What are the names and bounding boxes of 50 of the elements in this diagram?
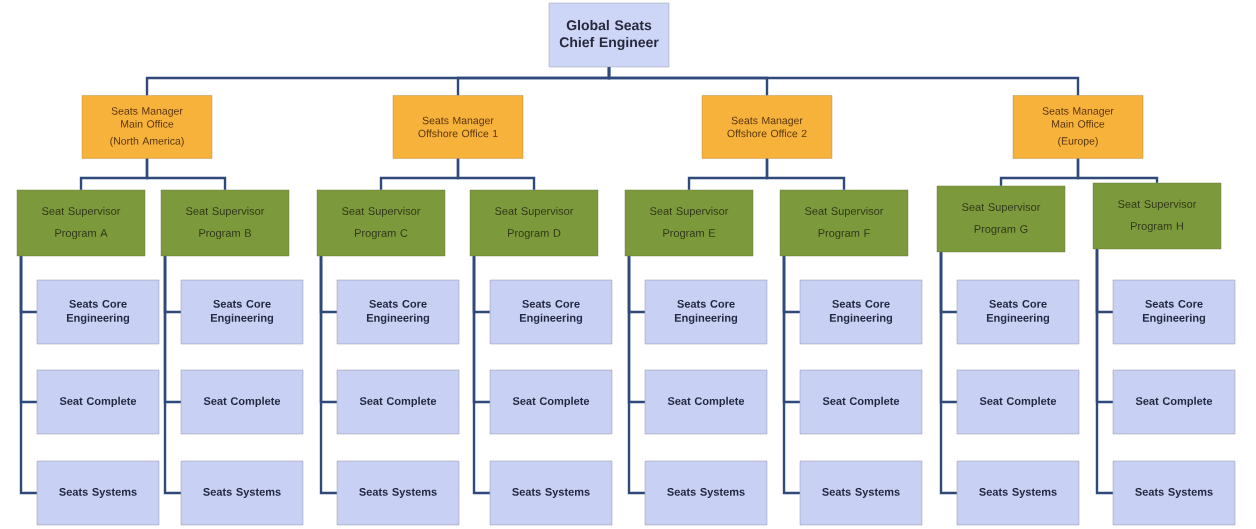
connector-line [163, 256, 181, 495]
team-box: Seats Core Engineering [180, 279, 304, 345]
connector-line [319, 256, 337, 495]
team-box: Seats Core Engineering [36, 279, 160, 345]
manager-box: Seats Manager Offshore Office 2 [701, 95, 833, 159]
team-box: Seat Complete [36, 369, 160, 435]
connector-line [145, 158, 227, 190]
team-box: Seats Systems [180, 460, 304, 526]
connector-line [939, 252, 957, 495]
team-box: Seat Complete [489, 369, 613, 435]
supervisor-box: Seat Supervisor Program G [936, 185, 1066, 253]
team-box: Seats Systems [799, 460, 923, 526]
supervisor-box: Seat Supervisor Program A [16, 189, 146, 257]
supervisor-box: Seat Supervisor Program B [160, 189, 290, 257]
team-box: Seats Core Engineering [799, 279, 923, 345]
team-box: Seat Complete [956, 369, 1080, 435]
team-box: Seats Systems [336, 460, 460, 526]
connector-line [456, 158, 536, 190]
connector-line [1076, 158, 1159, 183]
manager-box: Seats Manager Offshore Office 1 [392, 95, 524, 159]
team-box: Seats Core Engineering [1112, 279, 1236, 345]
team-box: Seats Systems [1112, 460, 1236, 526]
connector-line [19, 256, 37, 495]
team-box: Seats Core Engineering [644, 279, 768, 345]
team-box: Seats Core Engineering [489, 279, 613, 345]
team-box: Seats Systems [489, 460, 613, 526]
team-box: Seat Complete [180, 369, 304, 435]
connector-line [627, 256, 645, 495]
team-box: Seat Complete [644, 369, 768, 435]
supervisor-box: Seat Supervisor Program D [469, 189, 599, 257]
connector-line [782, 256, 800, 495]
supervisor-box: Seat Supervisor Program F [779, 189, 909, 257]
team-box: Seat Complete [1112, 369, 1236, 435]
connector-line [607, 67, 1080, 96]
supervisor-box: Seat Supervisor Program H [1092, 182, 1222, 250]
team-box: Seats Systems [956, 460, 1080, 526]
team-box: Seats Systems [644, 460, 768, 526]
manager-box: Seats Manager Main Office (North America) [81, 95, 213, 159]
supervisor-box: Seat Supervisor Program E [624, 189, 754, 257]
supervisor-box: Seat Supervisor Program C [316, 189, 446, 257]
connector-line [472, 256, 490, 495]
team-box: Seats Core Engineering [956, 279, 1080, 345]
connector-line [1095, 249, 1113, 495]
team-box: Seat Complete [799, 369, 923, 435]
team-box: Seats Core Engineering [336, 279, 460, 345]
team-box: Seats Systems [36, 460, 160, 526]
connector-line [765, 158, 846, 190]
team-box: Seat Complete [336, 369, 460, 435]
top-position-box: Global Seats Chief Engineer [548, 2, 670, 68]
manager-box: Seats Manager Main Office (Europe) [1012, 95, 1144, 159]
